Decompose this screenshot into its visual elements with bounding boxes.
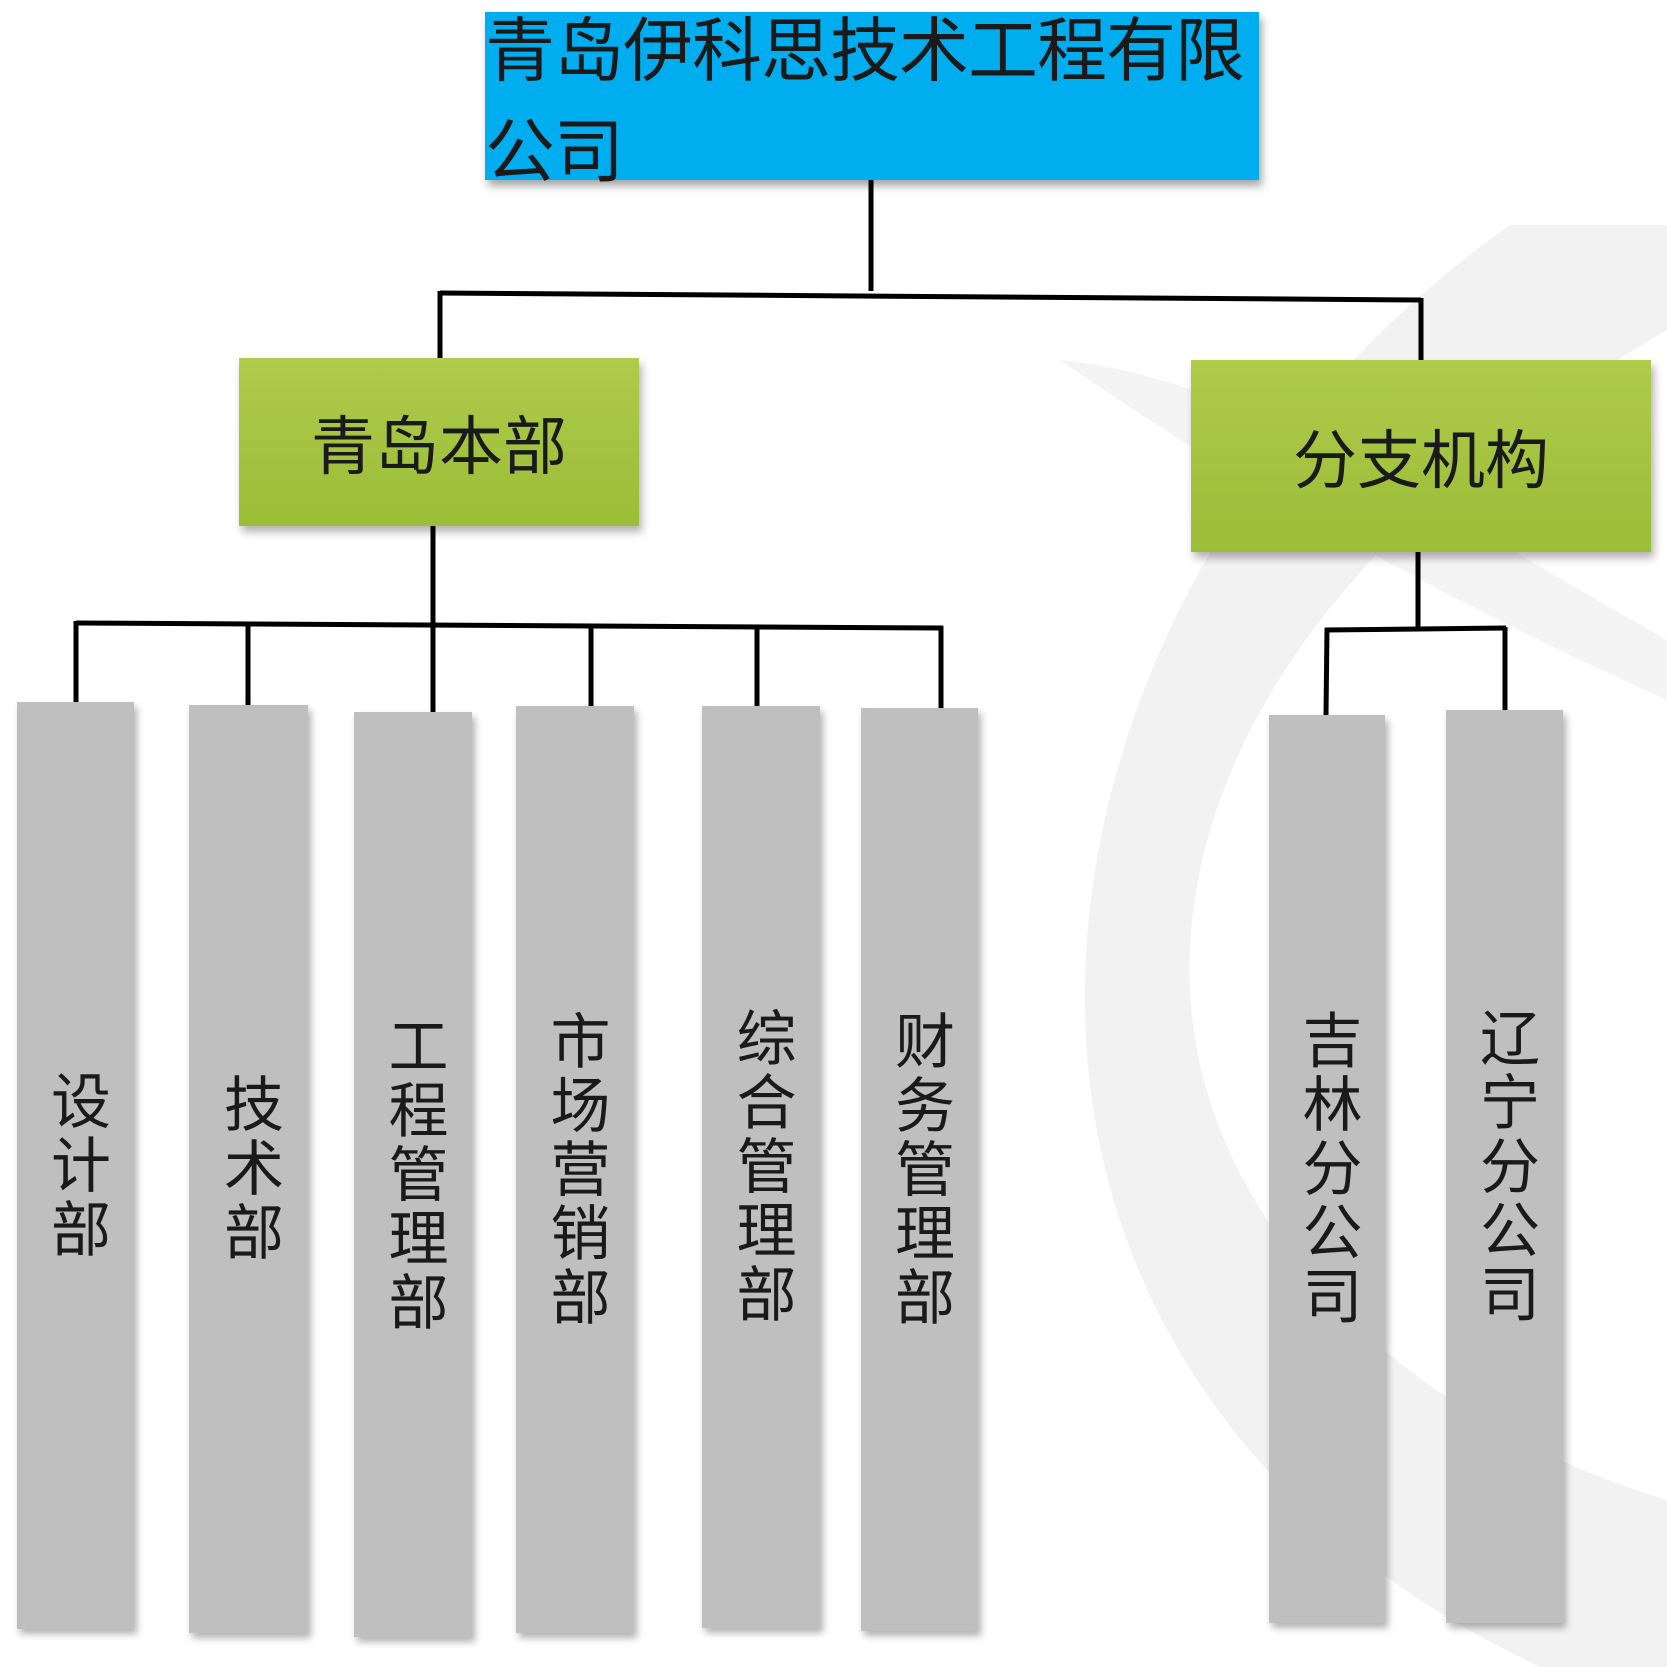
root-company-node: 青岛伊科思技术工程有限公司: [485, 10, 1259, 193]
dept-node-marketing: 市场营销部: [516, 706, 634, 1633]
dept-label: 综合管理部: [726, 1007, 796, 1327]
dept-label: 技术部: [213, 1073, 284, 1265]
dept-node-design: 设计部: [17, 702, 134, 1629]
root-company-label: 青岛伊科思技术工程有限公司: [485, 10, 1245, 193]
branch-node-branch-offices: 分支机构: [1191, 360, 1651, 552]
dept-label: 工程管理部: [378, 1014, 448, 1335]
dept-node-engineering-management: 工程管理部: [354, 712, 472, 1637]
dept-node-technology: 技术部: [189, 705, 308, 1633]
dept-label: 财务管理部: [884, 1009, 955, 1330]
branch-label: 青岛本部: [311, 411, 567, 485]
dept-label: 市场营销部: [540, 1009, 610, 1330]
branch-label: 分支机构: [1293, 425, 1549, 499]
dept-node-finance-management: 财务管理部: [861, 708, 978, 1631]
dept-node-general-management: 综合管理部: [702, 706, 820, 1628]
subsidiary-node-jilin: 吉林分公司: [1269, 715, 1385, 1623]
dept-label: 吉林分公司: [1292, 1009, 1362, 1329]
branch-node-qingdao-hq: 青岛本部: [239, 358, 639, 526]
dept-label: 辽宁分公司: [1469, 1006, 1540, 1327]
dept-label: 设计部: [40, 1069, 111, 1262]
subsidiary-node-liaoning: 辽宁分公司: [1446, 710, 1563, 1623]
